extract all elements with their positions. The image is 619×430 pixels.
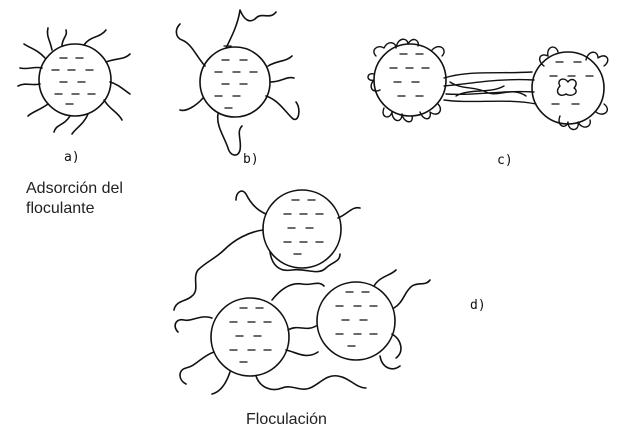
particle-b xyxy=(200,46,270,117)
label-d: d) xyxy=(470,298,486,313)
particle-d-top xyxy=(263,190,341,268)
particle-c-right xyxy=(532,52,604,124)
particle-d-right xyxy=(317,282,395,360)
caption-flocculation: Floculación xyxy=(246,410,327,430)
particle-a xyxy=(39,44,111,116)
polymer-network-d xyxy=(174,191,430,394)
polymer-bridge-c xyxy=(444,72,536,104)
particle-c-left xyxy=(374,44,446,116)
caption-adsorption-line1: Adsorción del xyxy=(26,179,123,199)
label-b: b) xyxy=(243,152,259,167)
caption-adsorption: Adsorción del floculante xyxy=(26,179,123,219)
label-a: a) xyxy=(64,150,80,165)
caption-adsorption-line2: floculante xyxy=(26,199,123,219)
polymer-chains-b xyxy=(176,10,299,155)
label-c: c) xyxy=(497,153,513,168)
particle-d-left xyxy=(211,298,289,376)
